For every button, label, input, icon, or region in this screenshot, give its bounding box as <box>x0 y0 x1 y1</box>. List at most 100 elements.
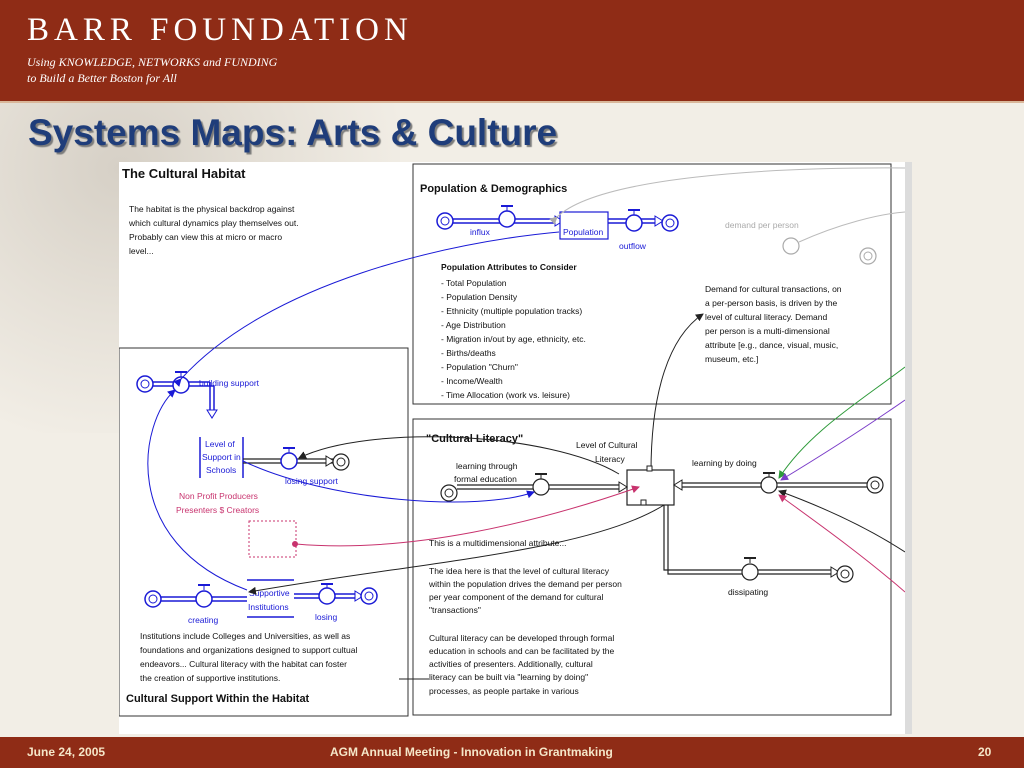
dissipating-label: dissipating <box>728 587 768 597</box>
population-stock <box>559 211 609 240</box>
pop-attr-list: - Total Population - Population Density … <box>441 278 586 400</box>
svg-text:museum, etc.]: museum, etc.] <box>705 354 758 364</box>
link-population-building-support <box>173 231 560 387</box>
link-purple-learning-by-doing <box>780 399 905 481</box>
svg-text:- Total Population: - Total Population <box>441 278 507 288</box>
creating-label: creating <box>188 615 219 625</box>
svg-text:Cultural literacy can be devel: Cultural literacy can be developed throu… <box>429 633 614 643</box>
svg-text:foundations and organizations: foundations and organizations designed t… <box>140 645 357 655</box>
svg-text:endeavors... Cultural literac: endeavors... Cultural literacy with the … <box>140 659 347 669</box>
habitat-title: The Cultural Habitat <box>122 166 246 181</box>
dissipating-valve-icon <box>741 557 759 581</box>
formal-education-label-2: formal education <box>454 474 517 484</box>
building-support-label: building support <box>199 378 260 388</box>
influx-valve-icon <box>498 205 516 228</box>
svg-text:processes, as people partake i: processes, as people partake in various <box>429 686 579 696</box>
svg-text:Institutions include Colleges: Institutions include Colleges and Univer… <box>140 631 350 641</box>
producers-label-2: Presenters $ Creators <box>176 505 259 515</box>
link-population-demand <box>549 167 905 225</box>
dissipating-pipe <box>663 505 831 571</box>
svg-text:Demand for cultural transactio: Demand for cultural transactions, on <box>705 284 842 294</box>
literacy-title: "Cultural Literacy" <box>426 433 523 445</box>
svg-text:attribute [e.g., dance, visual: attribute [e.g., dance, visual, music, <box>705 340 838 350</box>
creating-source-cloud-icon <box>144 590 162 608</box>
creating-valve-icon <box>195 584 213 608</box>
svg-text:activities of presenters. Add: activities of presenters. Additionally, … <box>429 659 593 669</box>
svg-text:- Income/Wealth: - Income/Wealth <box>441 376 503 386</box>
org-tagline-2: to Build a Better Boston for All <box>27 71 177 85</box>
losing-valve-icon <box>318 583 336 605</box>
footer-date: June 24, 2005 <box>27 745 106 759</box>
link-institutions-building-support <box>147 389 248 591</box>
literacy-source-cloud-icon <box>440 484 458 502</box>
footer-bar: June 24, 2005 AGM Annual Meeting - Innov… <box>0 737 1024 768</box>
svg-text:within the population drives t: within the population drives the demand … <box>428 579 622 589</box>
outflow-valve-icon <box>625 209 643 232</box>
losing-support-label: losing support <box>285 476 339 486</box>
svg-text:"transactions": "transactions" <box>429 605 481 615</box>
svg-text:literacy can be built via "lea: literacy can be built via "learning by d… <box>429 672 588 682</box>
slide-title: Systems Maps: Arts & Culture <box>28 112 558 153</box>
demand-sink-cloud-icon <box>859 247 877 265</box>
svg-text:- Population "Churn": - Population "Churn" <box>441 362 518 372</box>
population-stock-label: Population <box>563 227 603 237</box>
link-pink-learning-by-doing <box>778 494 905 593</box>
org-tagline-1: Using KNOWLEDGE, NETWORKS and FUNDING <box>27 55 278 69</box>
building-support-valve-icon <box>172 371 190 394</box>
institutions-label-2: Institutions <box>248 602 289 612</box>
formal-education-valve-icon <box>532 473 550 496</box>
support-title: Cultural Support Within the Habitat <box>126 693 310 705</box>
losing-sink-cloud-icon <box>360 587 378 605</box>
link-literacy-losing-support <box>298 436 620 475</box>
losing-support-valve-icon <box>280 447 298 470</box>
header-banner: BARR FOUNDATION Using KNOWLEDGE, NETWORK… <box>0 0 1024 103</box>
demand-description: Demand for cultural transactions, on a p… <box>705 284 842 364</box>
habitat-desc-2: which cultural dynamics play themselves … <box>128 218 299 228</box>
learning-by-doing-valve-icon <box>760 472 778 494</box>
institutions-description: Institutions include Colleges and Univer… <box>140 631 357 683</box>
producers-label-1: Non Profit Producers <box>179 491 258 501</box>
svg-text:per year component of the dema: per year component of the demand for cul… <box>429 592 603 602</box>
literacy-stock-label-2: Literacy <box>595 454 626 464</box>
producers-box <box>248 520 297 558</box>
svg-text:per person is a multi-dimensio: per person is a multi-dimensional <box>705 326 830 336</box>
link-black-learning-by-doing <box>778 489 905 553</box>
pop-attr-title: Population Attributes to Consider <box>441 262 577 272</box>
formal-education-label-1: learning through <box>456 461 518 471</box>
support-panel <box>119 347 409 717</box>
literacy-stock-label-1: Level of Cultural <box>576 440 638 450</box>
outflow-label: outflow <box>619 241 647 251</box>
link-literacy-institutions <box>248 504 665 595</box>
svg-text:- Population Density: - Population Density <box>441 292 518 302</box>
svg-text:the creation of supportive ins: the creation of supportive institutions. <box>140 673 280 683</box>
link-literacy-demand <box>650 313 704 473</box>
literacy-stock <box>626 469 675 506</box>
diagram-edge-shadow <box>905 162 912 734</box>
svg-text:a per-person basis, is driven: a per-person basis, is driven by the <box>705 298 838 308</box>
systems-map: The Cultural Habitat The habitat is the … <box>119 162 905 734</box>
link-green-learning-by-doing <box>778 366 905 479</box>
link-support-formal-education <box>242 460 535 503</box>
population-title: Population & Demographics <box>420 183 567 195</box>
svg-text:- Age Distribution: - Age Distribution <box>441 320 506 330</box>
dissipating-sink-cloud-icon <box>836 565 854 583</box>
demand-per-person-label: demand per person <box>725 220 799 230</box>
footer-event: AGM Annual Meeting - Innovation in Grant… <box>330 745 613 759</box>
svg-text:The idea here is that the leve: The idea here is that the level of cultu… <box>429 566 610 576</box>
learning-by-doing-label: learning by doing <box>692 458 757 468</box>
svg-text:- Migration in/out by age, eth: - Migration in/out by age, ethnicity, et… <box>441 334 586 344</box>
support-stock-label-1: Level of <box>205 439 235 449</box>
svg-text:level of cultural literacy. D: level of cultural literacy. Demand <box>705 312 827 322</box>
support-stock-label-2: Support in <box>202 452 241 462</box>
population-source-cloud-icon <box>436 212 454 230</box>
losing-support-sink-cloud-icon <box>332 453 350 471</box>
influx-label: influx <box>470 227 491 237</box>
svg-text:education in schools and can b: education in schools and can be facilita… <box>429 646 615 656</box>
institutions-label-1: Supportive <box>249 588 290 598</box>
losing-label: losing <box>315 612 337 622</box>
habitat-desc-1: The habitat is the physical backdrop aga… <box>129 204 295 214</box>
habitat-desc-4: level... <box>129 246 154 256</box>
svg-text:- Births/deaths: - Births/deaths <box>441 348 496 358</box>
org-name: BARR FOUNDATION <box>27 12 413 48</box>
literacy-description: This is a multidimensional attribute... … <box>428 538 622 696</box>
